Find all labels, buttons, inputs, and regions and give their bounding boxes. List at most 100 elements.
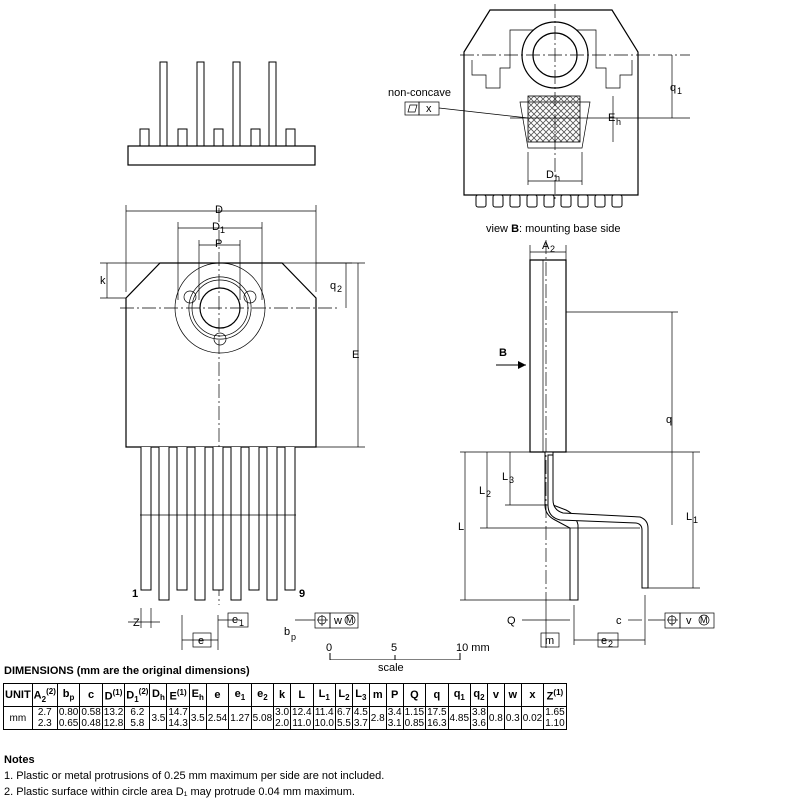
front-leads — [140, 447, 296, 601]
table-value-cell: 1.27 — [228, 706, 252, 730]
table-header-cell: x — [520, 683, 545, 707]
table-header-cell: L2 — [334, 683, 353, 707]
table-header-cell: Dh — [149, 683, 168, 707]
label-b-arrow: B — [499, 347, 507, 359]
table-header-cell: v — [486, 683, 505, 707]
table-header-cell: q2 — [470, 683, 488, 707]
svg-text:p: p — [291, 632, 296, 642]
view-b-caption: view B: mounting base side — [486, 223, 621, 235]
table-header-cell: q1 — [447, 683, 472, 707]
label-p: P — [215, 238, 222, 250]
svg-text:2: 2 — [550, 244, 555, 254]
svg-text:1: 1 — [677, 86, 682, 96]
note-1: 1. Plastic or metal protrusions of 0.25 … — [4, 770, 385, 782]
svg-text:3: 3 — [509, 475, 514, 485]
label-e2: e — [601, 635, 607, 647]
notes: Notes 1. Plastic or metal protrusions of… — [4, 752, 384, 800]
table-header-cell: L1 — [312, 683, 336, 707]
front-view: D D 1 P k q 2 E 1 9 Z — [100, 204, 365, 650]
table-header-cell: D(1) — [101, 683, 126, 707]
svg-text:1: 1 — [693, 515, 698, 525]
label-pin-9: 9 — [299, 588, 305, 600]
svg-text:2: 2 — [486, 489, 491, 499]
table-value-cell: 5.08 — [250, 706, 275, 730]
table-value-cell: 2.54 — [205, 706, 230, 730]
label-m-circle: M — [346, 615, 354, 625]
label-z: Z — [133, 617, 140, 629]
label-x: x — [426, 103, 432, 115]
table-header-cell: c — [79, 683, 103, 707]
top-lead-view — [127, 61, 316, 166]
package-outline-drawing: D h E h q 1 non-concave x view B: mounti… — [100, 4, 715, 660]
notes-title: Notes — [4, 754, 35, 766]
label-l2: L — [479, 485, 485, 497]
table-header-cell: Eh — [188, 683, 207, 707]
table-header-cell: L — [290, 683, 314, 707]
label-m: m — [545, 635, 554, 647]
label-d1: D — [212, 221, 220, 233]
label-eh: E — [608, 112, 615, 124]
svg-text:1: 1 — [239, 618, 244, 628]
label-d: D — [215, 204, 223, 216]
table-header-cell: bp — [56, 683, 81, 707]
table-header-cell: Q — [402, 683, 427, 707]
label-l1: L — [686, 511, 692, 523]
table-header-cell: Z(1) — [543, 683, 567, 707]
table-header-cell: L3 — [351, 683, 370, 707]
label-m-circle-2: M — [700, 615, 708, 625]
svg-text:h: h — [555, 173, 560, 183]
label-a2: A — [542, 240, 550, 252]
label-non-concave: non-concave — [388, 87, 451, 99]
svg-text:h: h — [616, 117, 621, 127]
scale-label-10: 10 mm — [456, 642, 490, 654]
table-value-cell: 4.85 — [447, 706, 472, 730]
scale-bar: 0 5 10 mm — [326, 642, 490, 660]
label-q2: q — [330, 280, 336, 292]
svg-text:2: 2 — [608, 639, 613, 649]
label-q1: q — [670, 82, 676, 94]
table-header-cell: e — [205, 683, 230, 707]
scale-label-0: 0 — [326, 642, 332, 654]
label-e-pitch: e — [198, 635, 204, 647]
table-value-cell: 2.8 — [368, 706, 387, 730]
table-header-cell: m — [368, 683, 387, 707]
label-dh: D — [546, 169, 554, 181]
table-header-cell: E(1) — [166, 683, 190, 707]
label-q: q — [666, 414, 672, 426]
svg-text:1: 1 — [220, 225, 225, 235]
label-l: L — [458, 521, 464, 533]
table-header-cell: w — [503, 683, 522, 707]
scale-label-5: 5 — [391, 642, 397, 654]
label-k: k — [100, 275, 106, 287]
table-header-cell: P — [385, 683, 404, 707]
table-value-cell: 3.5 — [188, 706, 207, 730]
scale-caption: scale — [378, 662, 404, 674]
label-e: E — [352, 349, 359, 361]
label-q-cap: Q — [507, 615, 516, 627]
side-view: A 2 B q L 1 L L 2 L 3 Q m — [458, 240, 715, 649]
label-e1: e — [232, 614, 238, 626]
dimensions-title: DIMENSIONS (mm are the original dimensio… — [4, 665, 250, 677]
view-b-mounting-base: D h E h q 1 non-concave x view B: mounti… — [388, 4, 690, 235]
note-2: 2. Plastic surface within circle area D₁… — [4, 786, 355, 798]
table-header-cell: q — [425, 683, 449, 707]
label-w: w — [333, 615, 342, 627]
table-value-cell: 0.8 — [486, 706, 505, 730]
label-pin-1: 1 — [132, 588, 138, 600]
table-header-cell: e1 — [228, 683, 252, 707]
table-header-cell: A2(2) — [31, 683, 58, 707]
